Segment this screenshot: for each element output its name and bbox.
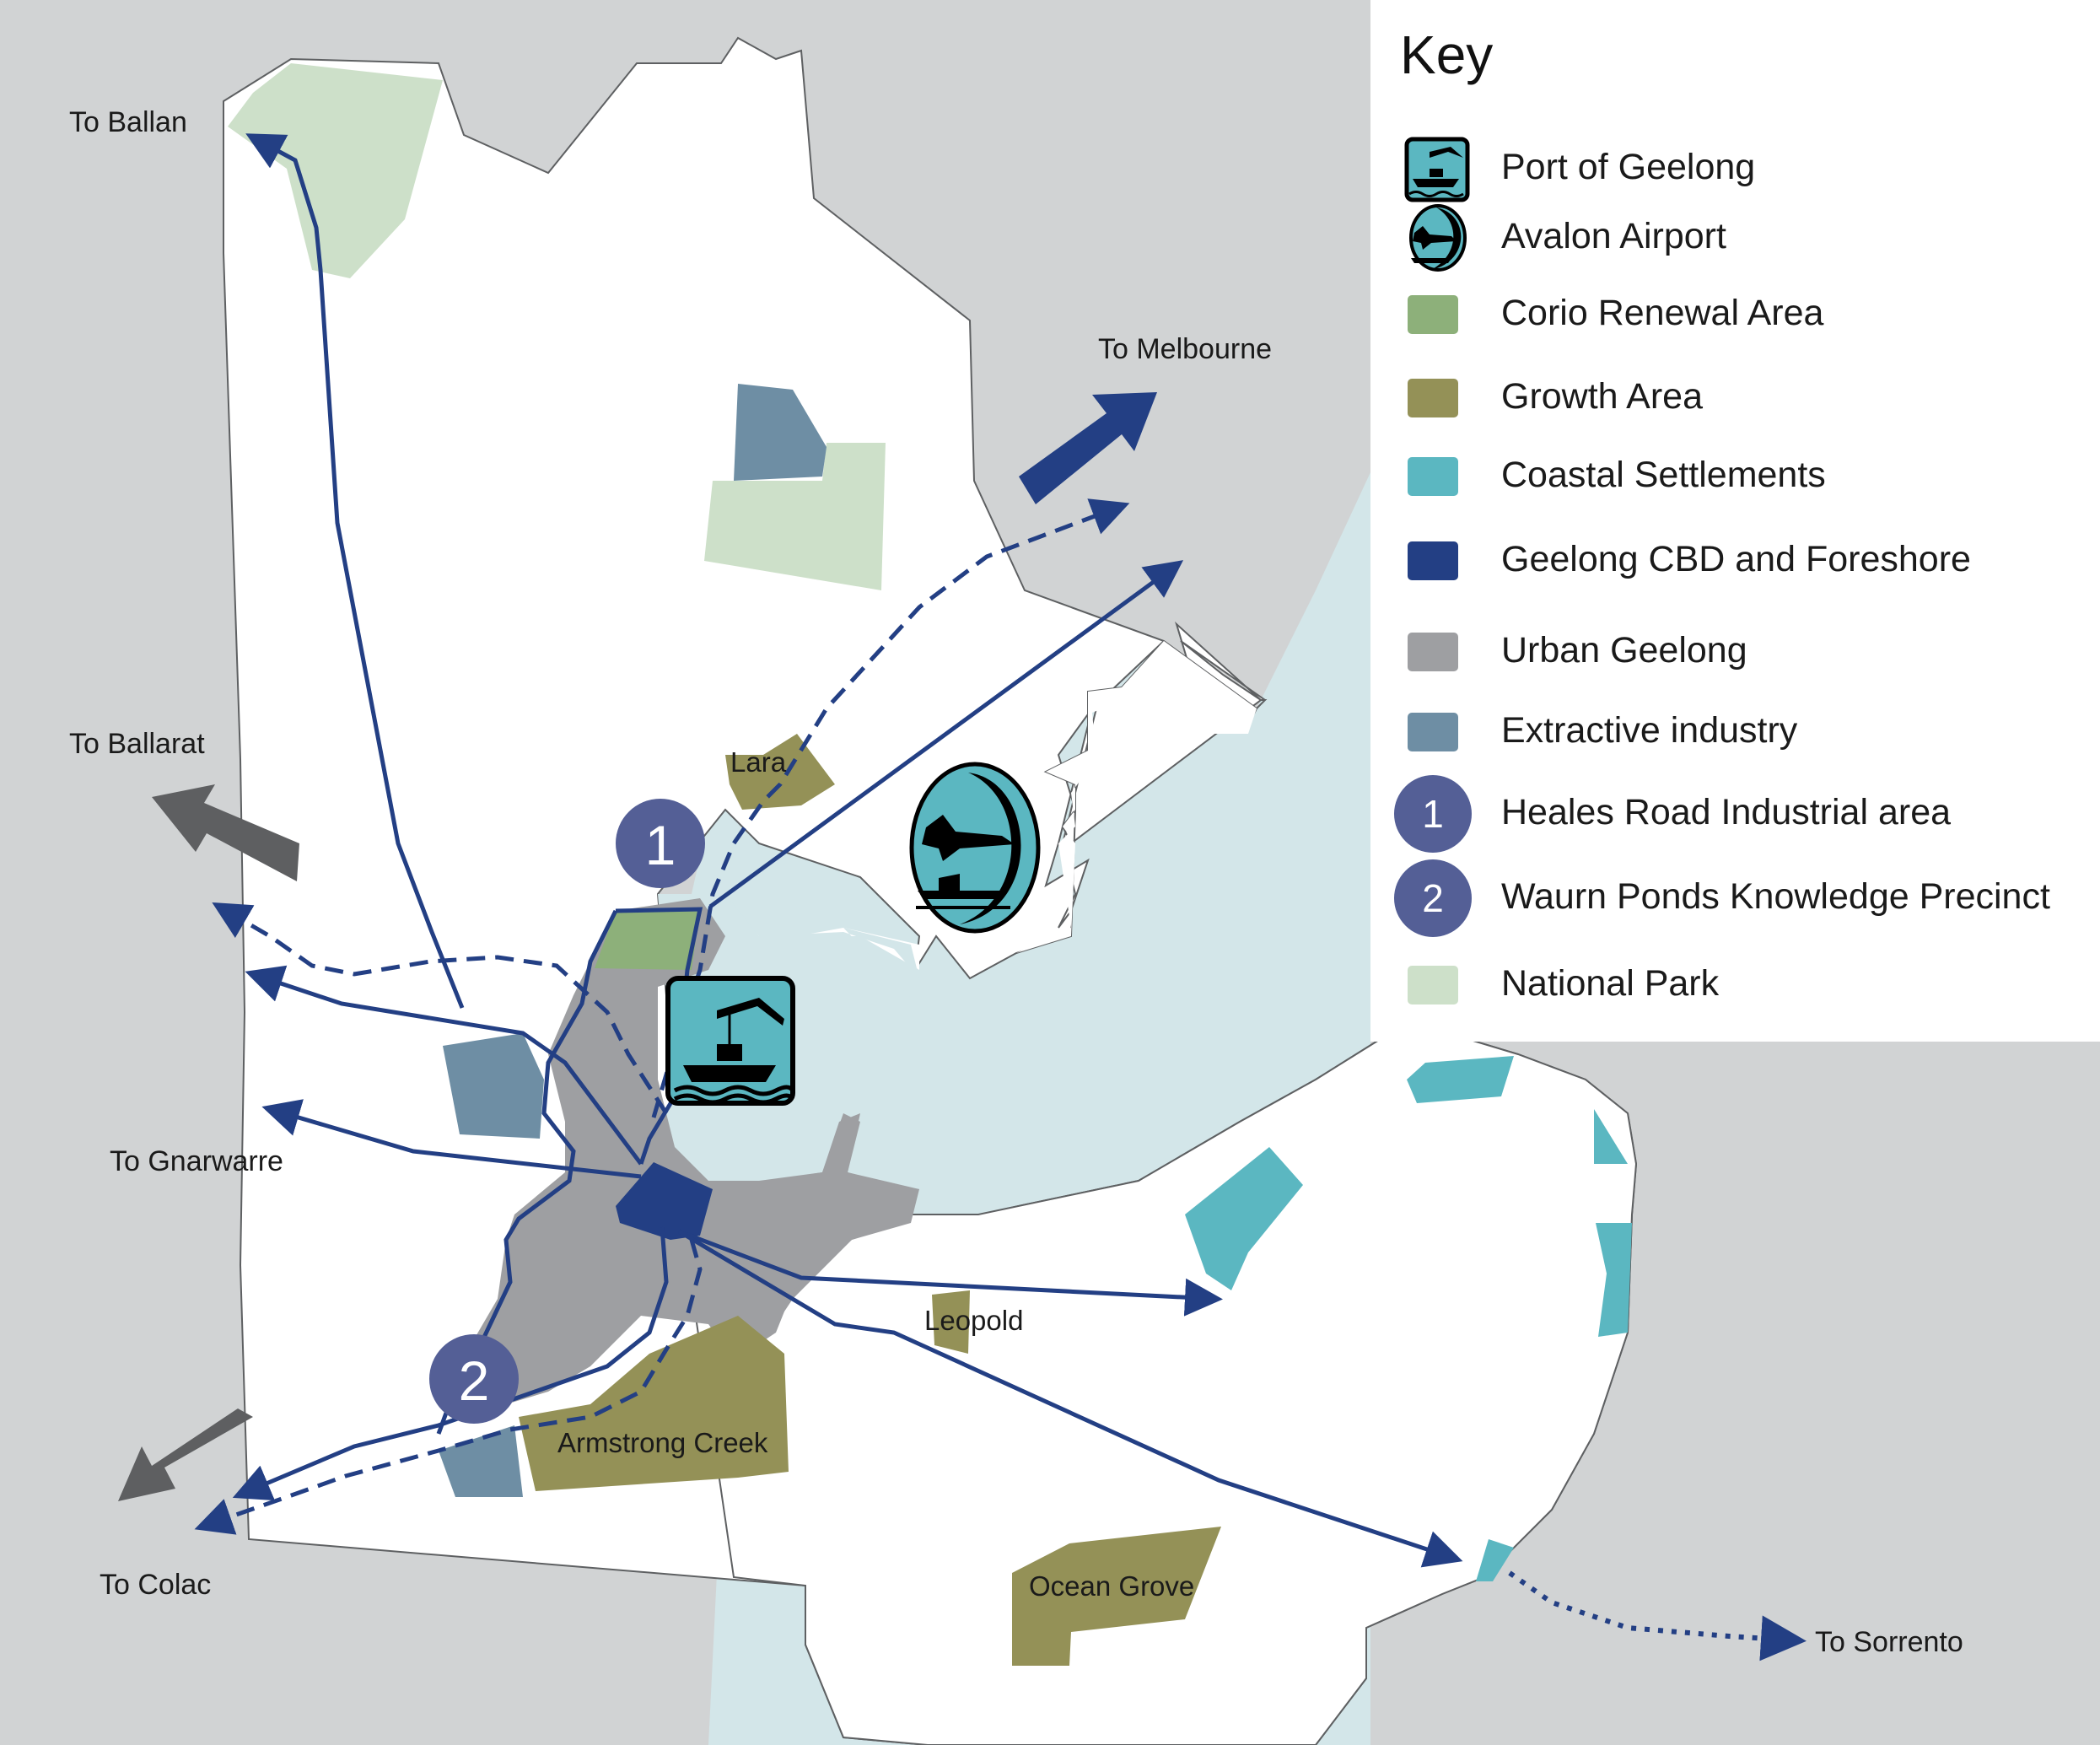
marker-waurn-ponds: 2	[429, 1334, 519, 1424]
legend-marker-number: 2	[1394, 859, 1472, 937]
geelong-cbd-and-foreshore	[616, 1162, 713, 1240]
coastal-settlement-3	[1185, 1147, 1303, 1290]
route-ballarat-solid	[245, 965, 643, 1166]
label-to-melbourne: To Melbourne	[1098, 333, 1272, 365]
marker-heales-road: 1	[616, 799, 705, 888]
legend-label: Coastal Settlements	[1501, 455, 1826, 495]
marker-waurn-ponds-number: 2	[459, 1349, 490, 1412]
legend-label: Avalon Airport	[1501, 216, 1726, 256]
legend-label: Heales Road Industrial area	[1501, 792, 1952, 832]
legend-swatch	[1408, 633, 1458, 671]
route-to-queenscliff	[677, 1229, 1463, 1568]
legend-item: Coastal Settlements	[1370, 443, 2100, 510]
airport-icon	[1409, 204, 1467, 272]
legend-swatch	[1408, 379, 1458, 417]
label-to-colac: To Colac	[100, 1569, 211, 1601]
label-to-ballarat: To Ballarat	[69, 728, 205, 760]
legend-item: Port of Geelong	[1370, 135, 2100, 202]
legend-swatch	[1408, 966, 1458, 1004]
coastal-settlement-4	[1596, 1223, 1632, 1337]
corio-renewal-area	[595, 909, 700, 970]
legend-item: Avalon Airport	[1370, 204, 2100, 272]
legend-label: Port of Geelong	[1501, 147, 1756, 187]
growth-area-armstrong-creek	[519, 1316, 789, 1491]
legend-label: Urban Geelong	[1501, 630, 1747, 671]
route-to-melbourne-freeway	[708, 560, 1184, 909]
legend-title: Key	[1400, 24, 1494, 85]
extractive-industry-1	[734, 384, 827, 481]
legend-label: Waurn Ponds Knowledge Precinct	[1501, 876, 2050, 917]
growth-area-ocean-grove	[1012, 1527, 1221, 1666]
route-to-gnarwarre	[261, 1099, 642, 1179]
route-to-ballan	[245, 133, 465, 1009]
arrow-to-melbourne	[1019, 392, 1157, 504]
airport-icon	[909, 762, 1041, 934]
arrow-to-ballarat	[152, 784, 299, 881]
dashed-to-ballarat	[212, 902, 669, 1115]
growth-area-leopold	[932, 1290, 970, 1354]
label-armstrong-creek: Armstrong Creek	[557, 1427, 768, 1458]
label-to-sorrento: To Sorrento	[1815, 1626, 1963, 1658]
legend-swatch	[1408, 295, 1458, 334]
legend-swatch	[1408, 457, 1458, 496]
legend-item: National Park	[1370, 951, 2100, 1019]
legend-item: Urban Geelong	[1370, 618, 2100, 686]
urban-geelong-east	[700, 1113, 919, 1349]
label-lara: Lara	[730, 746, 787, 778]
legend-marker-number: 1	[1394, 775, 1472, 853]
label-leopold: Leopold	[924, 1305, 1023, 1336]
extractive-industry-2	[443, 1033, 544, 1139]
port-icon	[1404, 137, 1470, 202]
label-to-ballan: To Ballan	[69, 106, 187, 138]
port-icon	[665, 976, 795, 1106]
legend-label: Extractive industry	[1501, 710, 1798, 751]
legend-item: Corio Renewal Area	[1370, 281, 2100, 348]
label-to-gnarwarre: To Gnarwarre	[110, 1145, 283, 1177]
legend-swatch	[1408, 541, 1458, 580]
legend-item: Extractive industry	[1370, 698, 2100, 766]
national-park-north	[228, 63, 443, 278]
dashed-to-colac	[194, 1239, 703, 1535]
corio-bay	[641, 894, 1164, 1214]
coastal-settlement-5	[1476, 1539, 1514, 1581]
legend-label: National Park	[1501, 963, 1720, 1004]
legend-item: 1 Heales Road Industrial area	[1370, 775, 2100, 853]
marker-heales-road-number: 1	[645, 814, 676, 876]
growth-area-lara	[725, 734, 835, 810]
label-ocean-grove: Ocean Grove	[1029, 1570, 1194, 1602]
extractive-industry-3	[439, 1425, 523, 1497]
coastal-settlement-2	[1594, 1109, 1628, 1164]
dotted-to-sorrento	[1508, 1570, 1807, 1662]
national-park-you-yangs	[704, 443, 886, 590]
legend-item: Growth Area	[1370, 364, 2100, 432]
coastal-settlement-1	[1407, 1056, 1514, 1103]
legend-label: Geelong CBD and Foreshore	[1501, 539, 1971, 579]
legend-label: Corio Renewal Area	[1501, 293, 1824, 333]
legend-swatch	[1408, 713, 1458, 751]
avalon-peninsula	[721, 641, 1257, 978]
legend-label: Growth Area	[1501, 376, 1703, 417]
route-to-leopold	[678, 1229, 1223, 1317]
route-to-colac-solid	[232, 1226, 669, 1501]
legend-item: 2 Waurn Ponds Knowledge Precinct	[1370, 859, 2100, 937]
legend-item: Geelong CBD and Foreshore	[1370, 527, 2100, 595]
arrow-to-colac	[118, 1408, 253, 1501]
